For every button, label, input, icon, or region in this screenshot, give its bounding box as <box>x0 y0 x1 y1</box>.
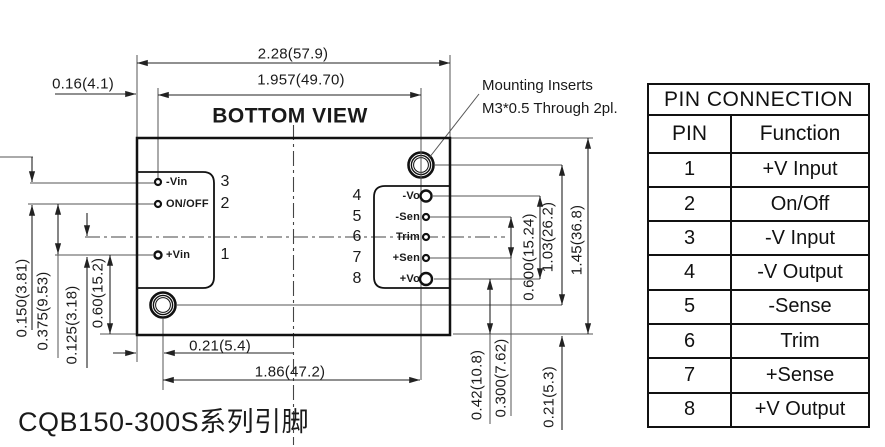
module-outline <box>135 136 452 337</box>
dim-center-to-pin1: 0.125(3.18) <box>63 285 81 365</box>
dimension-lines <box>28 59 592 430</box>
mounting-insert-icon-bottom-left <box>149 291 177 319</box>
table-row: 4-V Output <box>647 254 871 291</box>
dim-insert-span-h: 1.86(47.2) <box>254 363 326 381</box>
pin-5-number: 5 <box>352 208 362 225</box>
function-cell: -V Output <box>729 254 871 291</box>
pin-7-number: 7 <box>352 249 362 266</box>
mounting-note-line2: M3*0.5 Through 2pl. <box>482 100 618 117</box>
dim-pin-span: 1.957(49.70) <box>257 71 345 89</box>
pin-4-pad <box>419 189 433 203</box>
pin-7-pad <box>421 253 431 263</box>
pin-cell: 7 <box>647 357 732 394</box>
pin-cell: 1 <box>647 151 732 188</box>
pin-cell: 3 <box>647 220 732 257</box>
pin-2-pad <box>153 199 163 209</box>
view-label: BOTTOM VIEW <box>212 104 368 128</box>
pin-1-pad <box>153 250 163 260</box>
pin-4-label: -Vo <box>402 190 420 202</box>
mounting-insert-icon-top-right <box>407 151 435 179</box>
pin-3-pad <box>153 177 163 187</box>
pin-6-number: 6 <box>352 228 362 245</box>
pin-1-label: +Vin <box>166 249 191 261</box>
function-cell: +V Output <box>729 391 871 429</box>
dim-insert-span-v: 1.03(26.2) <box>539 201 557 273</box>
pin-pads <box>153 177 434 287</box>
dim-pin1-to-bottom: 0.60(15.2) <box>89 257 107 329</box>
dim-overall-width: 2.28(57.9) <box>257 45 329 63</box>
function-cell: +Sense <box>729 357 871 394</box>
pin-6-pad <box>421 232 431 242</box>
pin-4-number: 4 <box>352 187 362 204</box>
pin-3-number: 3 <box>220 173 230 190</box>
table-row: 5-Sense <box>647 288 871 326</box>
pin-cell: 2 <box>647 185 732 223</box>
pin-cell: 6 <box>647 323 732 360</box>
pin-6-label: Trim <box>395 231 420 243</box>
output-pin-block-outline <box>373 185 450 289</box>
function-cell: -V Input <box>729 220 871 257</box>
pin-7-label: +Sen <box>392 252 420 264</box>
dim-output-span: 0.600(15.24) <box>520 213 538 301</box>
mounting-note-line1: Mounting Inserts <box>482 77 593 94</box>
pin-5-pad <box>421 212 431 222</box>
pin-cell: 4 <box>647 254 732 291</box>
table-row: 7+Sense <box>647 357 871 394</box>
pin-2-number: 2 <box>220 195 230 212</box>
table-row: 3-V Input <box>647 220 871 257</box>
pin-cell: 5 <box>647 288 732 326</box>
input-pin-block-outline <box>137 171 215 289</box>
function-cell: +V Input <box>729 151 871 188</box>
pin-3-label: -Vin <box>166 176 188 188</box>
dim-pin2-to-pin1: 0.375(9.53) <box>34 271 52 351</box>
pin-5-label: -Sen <box>395 211 420 223</box>
table-header-pin: PIN <box>647 114 732 154</box>
pin-cell: 8 <box>647 391 732 429</box>
pin-1-number: 1 <box>220 246 230 263</box>
table-header-function: Function <box>729 114 871 154</box>
dim-edge-to-pin: 0.16(4.1) <box>52 75 114 93</box>
pin-2-label: ON/OFF <box>166 198 209 210</box>
dim-sense-span: 0.300(7.62) <box>492 338 510 418</box>
function-cell: Trim <box>729 323 871 360</box>
table-row: 1+V Input <box>647 151 871 188</box>
function-cell: On/Off <box>729 185 871 223</box>
pin-8-label: +Vo <box>399 273 420 285</box>
table-row: 8+V Output <box>647 391 871 429</box>
dim-overall-height: 1.45(36.8) <box>568 204 586 276</box>
pin-8-pad <box>418 271 434 287</box>
dim-pin3-to-pin2: 0.150(3.81) <box>13 258 31 338</box>
page-title: CQB150-300S系列引脚 <box>18 407 310 437</box>
centerlines <box>85 125 505 445</box>
dim-edge-to-insert: 0.21(5.4) <box>189 337 251 355</box>
function-cell: -Sense <box>729 288 871 326</box>
dim-output-to-bottom: 0.42(10.8) <box>468 349 486 421</box>
table-title: PIN CONNECTION <box>646 82 871 117</box>
pin-8-number: 8 <box>352 270 362 287</box>
dim-insert-to-bottom: 0.21(5.3) <box>540 366 558 428</box>
